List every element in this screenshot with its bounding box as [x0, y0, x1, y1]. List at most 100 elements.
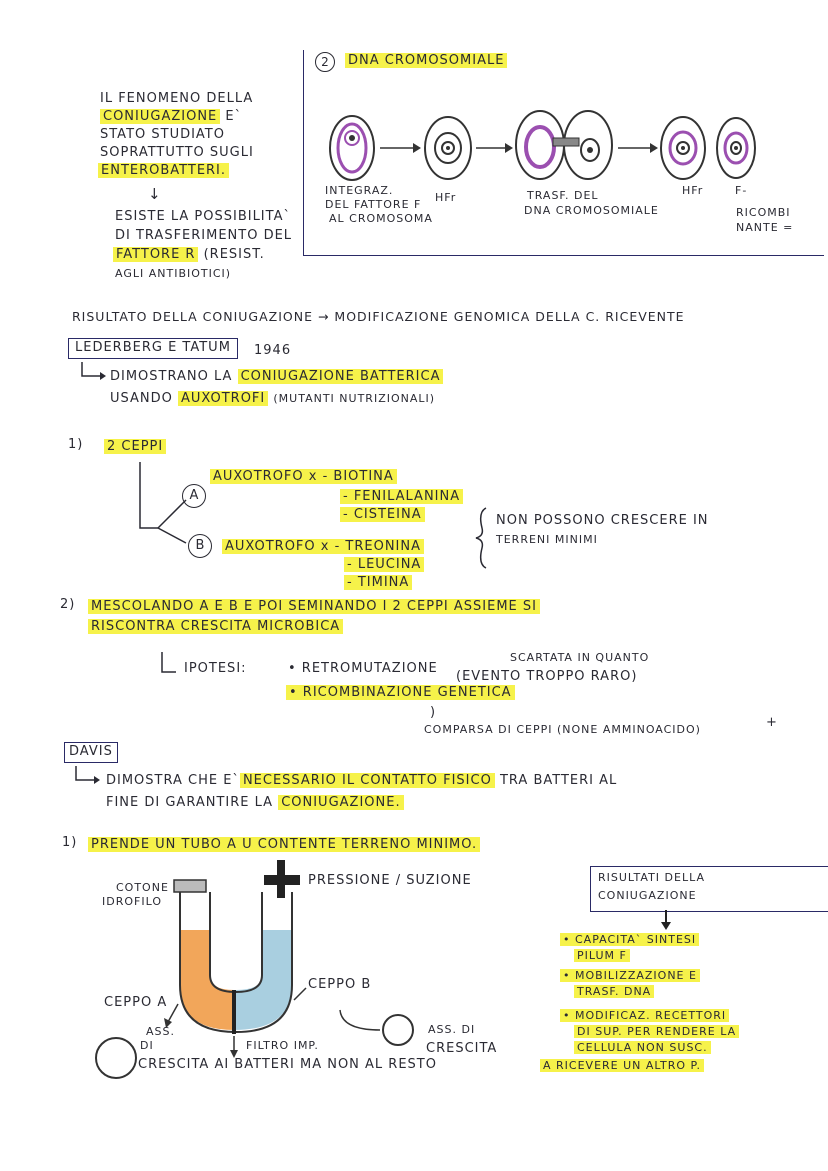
intro-keyword-enterobatteri: ENTEROBATTERI. [98, 163, 230, 178]
intro-keyword-coniugazione: CONIUGAZIONE [100, 109, 221, 124]
results-item-3b: DI SUP. PER RENDERE LA [574, 1025, 740, 1038]
results-item-1a: • CAPACITA` SINTESI [560, 933, 700, 946]
dna-panel-frame [303, 50, 824, 256]
dna-panel-title: DNA CROMOSOMIALE [345, 53, 508, 68]
filtro-label: FILTRO IMP. [246, 1039, 319, 1052]
ceppo-a-line-1: AUXOTROFO x - BIOTINA [210, 469, 397, 484]
comparsa-plus: + [766, 715, 778, 730]
dna-label-hfr-1: HFr [435, 191, 457, 204]
cell-hfr-icon [424, 116, 472, 180]
dna-label-hfr-2: HFr [682, 184, 704, 197]
dna-label-trasf-2: DNA CROMOSOMIALE [524, 204, 659, 217]
intro-down-arrow: ↓ [148, 185, 162, 203]
results-item-3a: • MODIFICAZ. RECETTORI [560, 1009, 730, 1022]
dna-label-integr-3: AL CROMOSOMA [329, 212, 433, 225]
ceppo-b-line-3: - TIMINA [344, 575, 413, 590]
crescita-bottom-line: CRESCITA AI BATTERI MA NON AL RESTO [138, 1057, 437, 1072]
ipotesi-opt-1-note-b: (EVENTO TROPPO RARO) [456, 669, 638, 684]
ceppo-b-label: CEPPO B [308, 977, 372, 992]
dna-label-trasf-1: TRASF. DEL [527, 189, 599, 202]
intro-line-1: IL FENOMENO DELLA [100, 91, 254, 106]
cotone-label-1: COTONE [116, 881, 169, 894]
cell-integration-icon [329, 115, 375, 181]
dna-label-f-1: F- [735, 184, 748, 197]
intro-line-2-end: E` [225, 109, 243, 124]
ipotesi-opt-1-note-a: SCARTATA IN QUANTO [510, 651, 650, 664]
pressione-label: PRESSIONE / SUZIONE [308, 873, 472, 888]
ass-a-label-1: ASS. [146, 1025, 175, 1038]
davis-title-box: DAVIS [64, 742, 118, 763]
results-item-3d: A RICEVERE UN ALTRO P. [540, 1059, 704, 1072]
ceppi-note-2: TERRENI MINIMI [496, 533, 598, 546]
plate-b-icon [382, 1014, 414, 1046]
results-title-2: CONIUGAZIONE [598, 889, 697, 902]
ipotesi-paren: ) [430, 705, 437, 720]
ipotesi-opt-1: • RETROMUTAZIONE [288, 661, 438, 676]
intro-line-4: SOPRATTUTTO SUGLI [100, 145, 254, 160]
ceppo-b-line-1: AUXOTROFO x - TREONINA [222, 539, 425, 554]
intro-cont-2: DI TRASFERIMENTO DEL [115, 228, 293, 243]
intro-line-3: STATO STUDIATO [100, 127, 225, 142]
ceppo-a-line-2: - FENILALANINA [340, 489, 464, 504]
ceppo-b-line-2: - LEUCINA [344, 557, 425, 572]
lederberg-line-2a: USANDO [110, 391, 173, 406]
cell-recombinant-icon [716, 117, 756, 179]
step2-line-1: MESCOLANDO A E B E POI SEMINANDO I 2 CEP… [88, 599, 540, 614]
ceppi-note-1: NON POSSONO CRESCERE IN [496, 513, 709, 528]
lederberg-year: 1946 [254, 343, 292, 358]
davis-keyword-coniugazione: CONIUGAZIONE. [278, 795, 404, 810]
davis-line-2a: FINE DI GARANTIRE LA [106, 795, 274, 810]
cell-hfr-2-icon [660, 116, 706, 180]
lederberg-title-box: LEDERBERG E TATUM [68, 338, 238, 359]
davis-keyword-contatto: NECESSARIO IL CONTATTO FISICO [239, 773, 495, 788]
results-title-1: RISULTATI DELLA [598, 871, 705, 884]
comparsa-line: COMPARSA DI CEPPI (NONE AMMINOACIDO) [424, 723, 701, 736]
step3-text: PRENDE UN TUBO A U CONTENTE TERRENO MINI… [88, 837, 481, 852]
ass-b-label-2: CRESCITA [426, 1041, 498, 1056]
lederberg-keyword-coniugazione: CONIUGAZIONE BATTERICA [237, 369, 444, 384]
lederberg-line-1a: DIMOSTRANO LA [110, 369, 233, 384]
ceppo-a-circle: A [182, 484, 206, 508]
davis-line-1c: TRA BATTERI AL [499, 773, 618, 788]
dna-panel-number: 2 [315, 52, 335, 72]
intro-cont-1: ESISTE LA POSSIBILITA` [115, 209, 291, 224]
ipotesi-opt-2: • RICOMBINAZIONE GENETICA [286, 685, 515, 700]
step2-number: 2) [60, 597, 76, 612]
ceppo-a-label: CEPPO A [104, 995, 168, 1010]
intro-keyword-fattore-r: FATTORE R [113, 247, 199, 262]
ipotesi-label: IPOTESI: [184, 661, 247, 676]
results-item-2a: • MOBILIZZAZIONE E [560, 969, 700, 982]
cell-transfer-icon [515, 110, 613, 180]
cotone-label-2: IDROFILO [102, 895, 162, 908]
ceppo-a-line-3: - CISTEINA [340, 507, 425, 522]
lederberg-keyword-auxotrofi: AUXOTROFI [178, 391, 269, 406]
results-item-3c: CELLULA NON SUSC. [574, 1041, 711, 1054]
davis-line-1a: DIMOSTRA CHE E` [106, 773, 240, 788]
ass-a-label-2: DI [140, 1039, 154, 1052]
dna-label-integr-1: INTEGRAZ. [325, 184, 394, 197]
step3-number: 1) [62, 835, 78, 850]
results-item-1b: PILUM F [574, 949, 630, 962]
ass-b-label-1: ASS. DI [428, 1023, 476, 1036]
intro-cont-3-end: (RESIST. [203, 247, 265, 262]
plate-a-icon [95, 1037, 137, 1079]
dna-label-f-3: NANTE = [736, 221, 794, 234]
results-box-frame [590, 866, 828, 912]
intro-cont-4: AGLI ANTIBIOTICI) [115, 267, 232, 280]
step2-line-2: RISCONTRA CRESCITA MICROBICA [88, 619, 344, 634]
results-item-2b: TRASF. DNA [574, 985, 655, 998]
dna-label-f-2: RICOMBI [736, 206, 791, 219]
cotton-plug-icon [173, 879, 207, 893]
ceppo-b-circle: B [188, 534, 212, 558]
risultato-line: RISULTATO DELLA CONIUGAZIONE → MODIFICAZ… [72, 309, 685, 324]
dna-label-integr-2: DEL FATTORE F [325, 198, 422, 211]
step1-title: 2 CEPPI [104, 439, 167, 454]
step1-number: 1) [68, 437, 84, 452]
